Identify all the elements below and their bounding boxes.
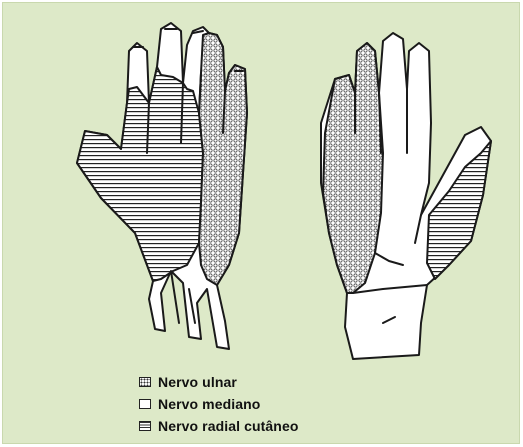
legend-item-radial: Nervo radial cutâneo — [139, 415, 299, 437]
figure-panel: Nervo ulnar Nervo mediano Nervo radial c… — [2, 2, 520, 444]
dorsal-hand — [77, 23, 247, 349]
dorsal-radial-zone — [77, 67, 203, 281]
palmar-ulnar-zone — [323, 43, 383, 293]
lined-pattern-swatch-icon — [139, 421, 151, 431]
legend: Nervo ulnar Nervo mediano Nervo radial c… — [139, 371, 299, 437]
legend-item-median: Nervo mediano — [139, 393, 299, 415]
dotted-pattern-swatch-icon — [139, 377, 151, 387]
plain-swatch-icon — [139, 399, 151, 409]
palmar-hand — [321, 33, 491, 359]
legend-label-median: Nervo mediano — [158, 396, 260, 412]
legend-label-radial: Nervo radial cutâneo — [158, 418, 299, 434]
legend-label-ulnar: Nervo ulnar — [158, 374, 237, 390]
legend-item-ulnar: Nervo ulnar — [139, 371, 299, 393]
